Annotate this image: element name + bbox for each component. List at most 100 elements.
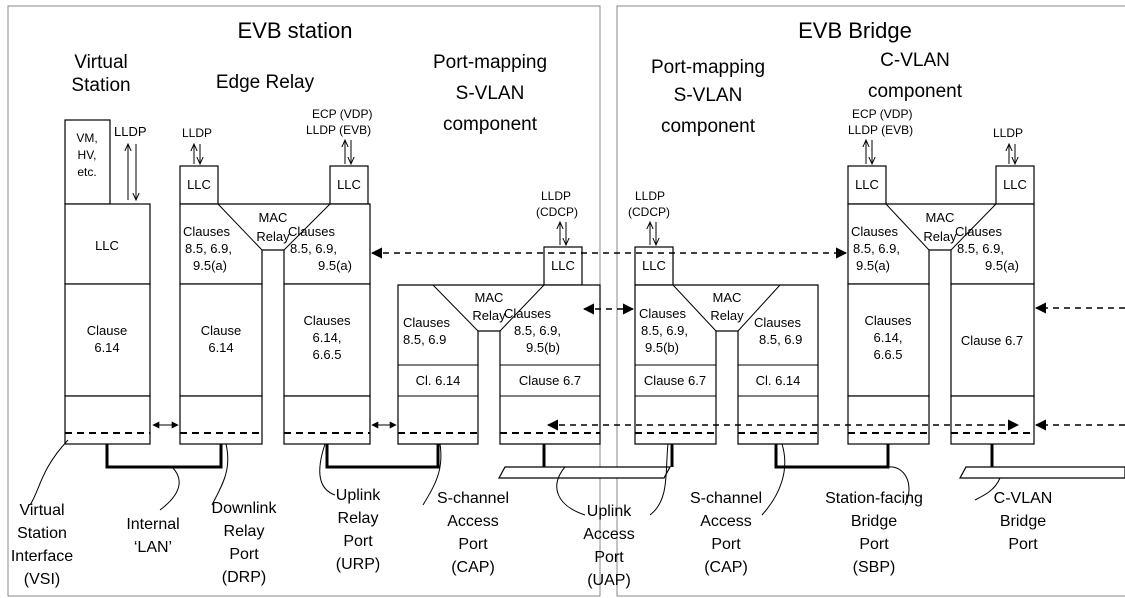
- label-drp: Downlink Relay Port (DRP): [212, 500, 278, 586]
- svg-text:6.6.5: 6.6.5: [313, 347, 342, 362]
- svg-text:Clauses: Clauses: [639, 306, 686, 321]
- virtual-station-stack: VM, HV, etc. LLC Clause 6.14: [64, 119, 151, 445]
- svg-text:9.5(a): 9.5(a): [985, 258, 1019, 273]
- svg-text:Relay: Relay: [472, 308, 506, 323]
- svg-text:Relay: Relay: [710, 308, 744, 323]
- uplink-lan: [497, 466, 672, 479]
- urp-cap-link: [325, 444, 440, 469]
- cv-ecp-vdp-label: ECP (VDP): [852, 107, 912, 121]
- svg-text:etc.: etc.: [77, 165, 96, 179]
- pmb-lldp-label: LLDP: [635, 189, 665, 203]
- svg-text:Clauses: Clauses: [304, 313, 351, 328]
- svg-text:Port: Port: [343, 533, 373, 550]
- leader-vsi: [29, 439, 69, 506]
- svg-text:LLC: LLC: [187, 177, 211, 192]
- svg-text:S-channel: S-channel: [437, 490, 509, 507]
- evb-station-title: EVB station: [238, 18, 353, 43]
- svg-text:LLC: LLC: [95, 238, 119, 253]
- svg-text:Clauses: Clauses: [851, 224, 898, 239]
- svg-text:MAC: MAC: [475, 290, 504, 305]
- heading-cvlan-2: component: [868, 81, 963, 102]
- label-cvlan-port: C-VLAN Bridge Port: [994, 490, 1053, 553]
- svg-text:Uplink: Uplink: [336, 487, 381, 504]
- svg-text:Clauses: Clauses: [183, 224, 230, 239]
- svg-text:LLC: LLC: [855, 177, 879, 192]
- svg-text:Relay: Relay: [923, 229, 957, 244]
- svg-text:Relay: Relay: [338, 510, 379, 527]
- label-uap: Uplink Access Port (UAP): [583, 503, 635, 589]
- pmb-cdcp-label: (CDCP): [628, 205, 670, 219]
- svg-text:Clause 6.7: Clause 6.7: [519, 373, 581, 388]
- svg-text:9.5(b): 9.5(b): [645, 340, 679, 355]
- svg-text:Downlink: Downlink: [212, 500, 278, 517]
- internal-lan-bar: [105, 444, 223, 469]
- svg-text:MAC: MAC: [926, 210, 955, 225]
- leader-drp: [211, 443, 229, 506]
- leader-sbp: [887, 466, 910, 506]
- svg-text:Interface: Interface: [11, 548, 73, 565]
- svg-text:(UAP): (UAP): [587, 572, 631, 589]
- heading-cvlan-1: C-VLAN: [880, 50, 950, 71]
- leader-cap-bridge: [761, 443, 786, 516]
- svg-text:Cl. 6.14: Cl. 6.14: [756, 373, 801, 388]
- svg-text:Port: Port: [1008, 536, 1038, 553]
- label-vsi: Virtual Station Interface (VSI): [11, 502, 73, 588]
- svg-text:(CAP): (CAP): [704, 559, 748, 576]
- heading-pm-svlan-bridge-2: S-VLAN: [674, 85, 743, 106]
- svg-text:Clause 6.7: Clause 6.7: [961, 333, 1023, 348]
- svg-text:Access: Access: [700, 513, 752, 530]
- heading-edge-relay: Edge Relay: [216, 72, 315, 93]
- svg-text:Virtual: Virtual: [19, 502, 64, 519]
- svg-text:8.5, 6.9: 8.5, 6.9: [403, 332, 446, 347]
- svg-text:Port: Port: [229, 546, 259, 563]
- svg-text:8.5, 6.9,: 8.5, 6.9,: [957, 241, 1004, 256]
- evb-bridge-frame: [616, 5, 1125, 597]
- svg-text:Bridge: Bridge: [1000, 513, 1046, 530]
- label-sbp: Station-facing Bridge Port (SBP): [825, 490, 923, 576]
- heading-pm-svlan-station-1: Port-mapping: [433, 52, 547, 73]
- svg-text:6.14,: 6.14,: [874, 330, 903, 345]
- svg-text:Clauses: Clauses: [288, 224, 335, 239]
- er-lldp-label: LLDP: [182, 126, 212, 140]
- svg-text:S-channel: S-channel: [690, 490, 762, 507]
- svg-text:Relay: Relay: [256, 229, 290, 244]
- leader-uap: [556, 443, 669, 516]
- label-urp: Uplink Relay Port (URP): [336, 487, 381, 573]
- svg-text:Clause 6.7: Clause 6.7: [644, 373, 706, 388]
- svg-text:8.5, 6.9,: 8.5, 6.9,: [641, 323, 688, 338]
- label-internal-lan: Internal ‘LAN’: [126, 516, 179, 556]
- svg-text:8.5, 6.9,: 8.5, 6.9,: [290, 241, 337, 256]
- svg-text:Internal: Internal: [126, 516, 179, 533]
- svg-text:9.5(a): 9.5(a): [318, 258, 352, 273]
- svg-text:9.5(a): 9.5(a): [856, 258, 890, 273]
- vs-lldp-label: LLDP: [114, 124, 147, 139]
- svg-text:(VSI): (VSI): [24, 571, 60, 588]
- pms-lldp-label: LLDP: [541, 189, 571, 203]
- heading-pm-svlan-station-3: component: [443, 114, 538, 135]
- svg-text:Station: Station: [17, 525, 67, 542]
- svg-text:HV,: HV,: [78, 148, 97, 162]
- svg-text:Port: Port: [594, 549, 624, 566]
- svg-text:Clauses: Clauses: [403, 315, 450, 330]
- svg-text:Clauses: Clauses: [865, 313, 912, 328]
- svg-text:Cl. 6.14: Cl. 6.14: [416, 373, 461, 388]
- svg-text:Port: Port: [859, 536, 889, 553]
- cv-lldp-label: LLDP: [993, 126, 1023, 140]
- label-cap-station: S-channel Access Port (CAP): [437, 490, 509, 576]
- edge-relay: LLC LLC MAC Relay Clauses 8.5, 6.9, 9.5(…: [179, 165, 371, 445]
- heading-pm-svlan-bridge-3: component: [661, 116, 756, 137]
- leader-cap-station: [422, 443, 442, 506]
- label-cap-bridge: S-channel Access Port (CAP): [690, 490, 762, 576]
- er-ecp-vdp-label: ECP (VDP): [312, 107, 372, 121]
- svg-text:Uplink: Uplink: [587, 503, 632, 520]
- svg-text:LLC: LLC: [642, 258, 666, 273]
- svg-text:8.5, 6.9,: 8.5, 6.9,: [514, 323, 561, 338]
- svg-text:Clauses: Clauses: [754, 315, 801, 330]
- er-lldp-evb-label: LLDP (EVB): [306, 123, 371, 137]
- svg-text:6.14,: 6.14,: [313, 330, 342, 345]
- svg-text:(DRP): (DRP): [222, 569, 266, 586]
- leader-cvlan-port: [974, 477, 1001, 501]
- pm-svlan-station: LLC MAC Relay Clauses 8.5, 6.9 Cl. 6.14 …: [397, 246, 601, 445]
- svg-text:LLC: LLC: [1003, 177, 1027, 192]
